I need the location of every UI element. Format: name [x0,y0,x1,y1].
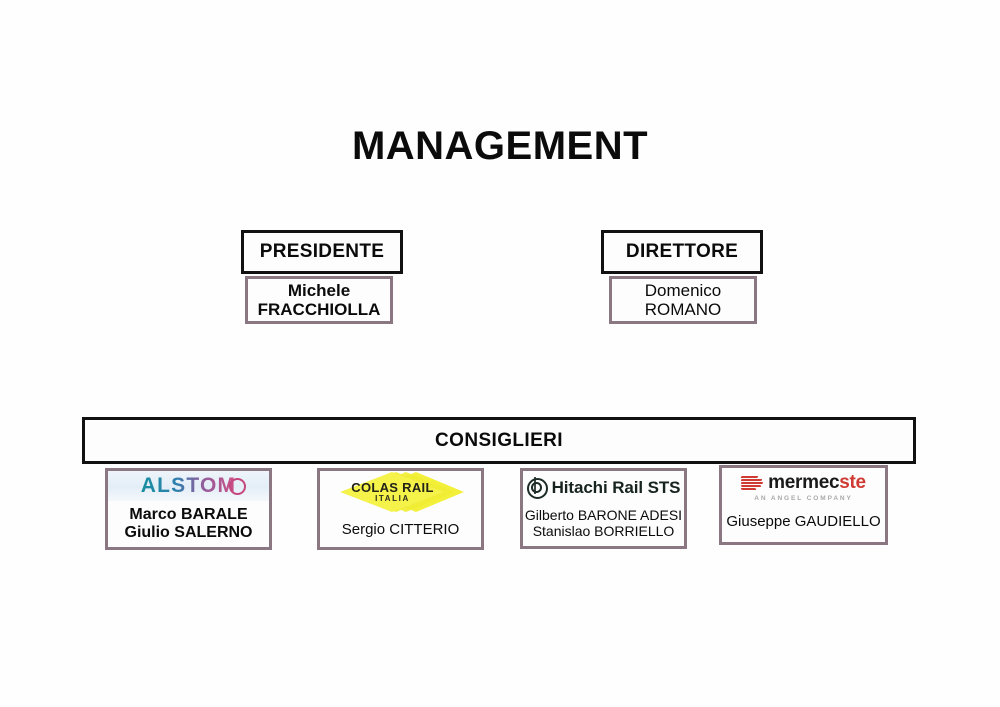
hitachi-logo-text: Hitachi Rail STS [551,478,681,497]
person-box-presidente: Michele FRACCHIOLLA [245,276,393,324]
mermec-logo-tagline: AN ANGEL COMPANY [754,494,853,502]
role-box-presidente: PRESIDENTE [241,230,403,274]
member-name: Marco BARALE [129,505,248,523]
colas-rail-logo-icon: COLAS RAIL ITALIA [320,471,481,513]
hitachi-rail-logo-icon: Hitachi Rail STS [523,471,684,501]
alstom-logo-text: ALSTOM [140,474,237,497]
person-first-name: Michele [287,280,351,300]
colas-logo-subtext: ITALIA [375,493,410,503]
mermec-logo-text: mermecste [768,472,866,494]
logo-slot: ALSTOM [108,471,269,501]
mermec-logo-text-accent: ste [839,471,866,493]
member-name: Stanislao BORRIELLO [532,522,675,539]
mermec-logo-row: mermecste [740,472,866,494]
colas-logo-text: COLAS RAIL [351,479,434,495]
member-name: Giuseppe GAUDIELLO [726,513,881,531]
alstom-logo-icon: ALSTOM [108,471,269,501]
card-member-names: Sergio CITTERIO [320,513,481,547]
alstom-ring-icon [229,478,246,495]
role-box-direttore: DIRETTORE [601,230,763,274]
page-title: MANAGEMENT [351,124,649,168]
card-member-names: Gilberto BARONE ADESI Stanislao BORRIELL… [523,501,684,546]
consiglieri-banner: CONSIGLIERI [82,417,916,464]
logo-slot: mermecste AN ANGEL COMPANY [722,468,885,502]
mermec-logo-text-dark: mermec [768,471,840,493]
card-member-names: Marco BARALE Giulio SALERNO [108,501,269,547]
hitachi-target-icon [526,476,548,499]
logo-slot: COLAS RAIL ITALIA [320,471,481,513]
person-box-direttore: Domenico ROMANO [609,276,757,324]
card-member-names: Giuseppe GAUDIELLO [722,502,885,542]
member-name: Gilberto BARONE ADESI [524,506,683,523]
company-card-alstom: ALSTOM Marco BARALE Giulio SALERNO [105,468,272,550]
company-card-mermec-ste: mermecste AN ANGEL COMPANY Giuseppe GAUD… [719,465,888,545]
member-name: Sergio CITTERIO [341,521,460,539]
company-card-colas-rail: COLAS RAIL ITALIA Sergio CITTERIO [317,468,484,550]
person-last-name: FRACCHIOLLA [257,300,381,319]
colas-logo-text-group: COLAS RAIL ITALIA [351,481,433,503]
logo-slot: Hitachi Rail STS [523,471,684,501]
member-name: Giulio SALERNO [124,524,253,541]
person-first-name: Domenico [644,280,722,300]
company-card-hitachi-rail-sts: Hitachi Rail STS Gilberto BARONE ADESI S… [520,468,687,549]
person-last-name: ROMANO [644,300,722,319]
mermec-swoosh-icon [740,475,764,490]
mermec-ste-logo-icon: mermecste AN ANGEL COMPANY [722,468,885,502]
